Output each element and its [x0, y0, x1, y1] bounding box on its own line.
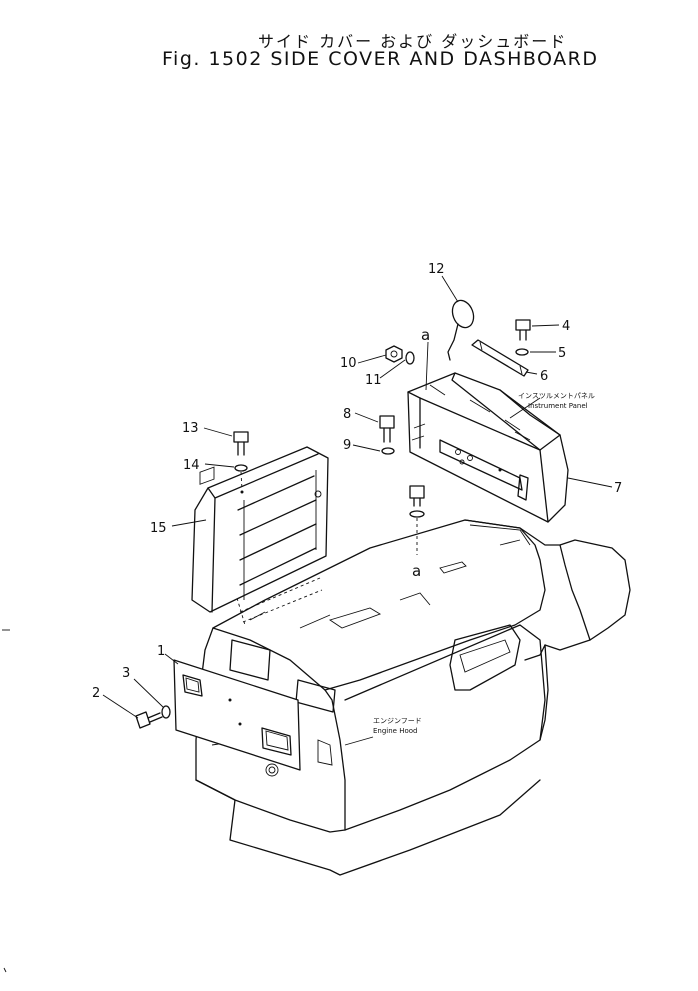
callout-leaders: [102, 275, 613, 746]
engine-hood-label-jp: エンジンフード: [373, 717, 422, 725]
bolt-part-4: [515, 319, 531, 341]
reference-letter-bottom: a: [412, 562, 421, 580]
title-english: Fig. 1502 SIDE COVER AND DASHBOARD: [162, 48, 599, 70]
bolt-part-8: [379, 415, 395, 443]
engine-hood-label-en: Engine Hood: [373, 727, 418, 735]
callout-5: 5: [558, 346, 566, 361]
washer-part-3: [161, 705, 171, 719]
instrument-panel-part: [407, 372, 569, 523]
callout-7: 7: [614, 481, 622, 496]
callout-8: 8: [343, 407, 351, 422]
side-plate-part: [173, 659, 301, 771]
title-japanese: サイド カバー および ダッシュボード: [258, 32, 568, 51]
bolt-part-2: [135, 711, 163, 729]
callout-1: 1: [157, 644, 165, 659]
nut-part-10: [385, 345, 403, 363]
instrument-panel-label-en: Instrument Panel: [528, 402, 588, 410]
bolt-part-13: [233, 431, 249, 456]
callout-15: 15: [150, 521, 167, 536]
margin-tick: [3, 967, 7, 973]
callout-3: 3: [122, 666, 130, 681]
callout-13: 13: [182, 421, 199, 436]
leader-line: [425, 341, 429, 391]
washer-part-5: [515, 348, 529, 356]
mirror-part-12: [447, 299, 475, 361]
callout-9: 9: [343, 438, 351, 453]
callout-6: 6: [540, 369, 548, 384]
bracket-part-6: [471, 339, 529, 377]
callout-11: 11: [365, 373, 382, 388]
side-cover-part: [191, 446, 329, 613]
callout-12: 12: [428, 262, 445, 277]
dashed-guide: [239, 577, 321, 613]
dashed-guide: [242, 589, 323, 623]
callout-4: 4: [562, 319, 570, 334]
center-bolt: [409, 485, 425, 555]
washer-part-14: [234, 464, 248, 472]
callout-14: 14: [183, 458, 200, 473]
washer-part-9: [381, 447, 395, 455]
washer-part-11: [405, 351, 415, 365]
callout-10: 10: [340, 356, 357, 371]
instrument-panel-label-jp: インスツルメントパネル: [518, 392, 595, 400]
reference-letter-top: a: [421, 326, 430, 344]
callout-2: 2: [92, 686, 100, 701]
